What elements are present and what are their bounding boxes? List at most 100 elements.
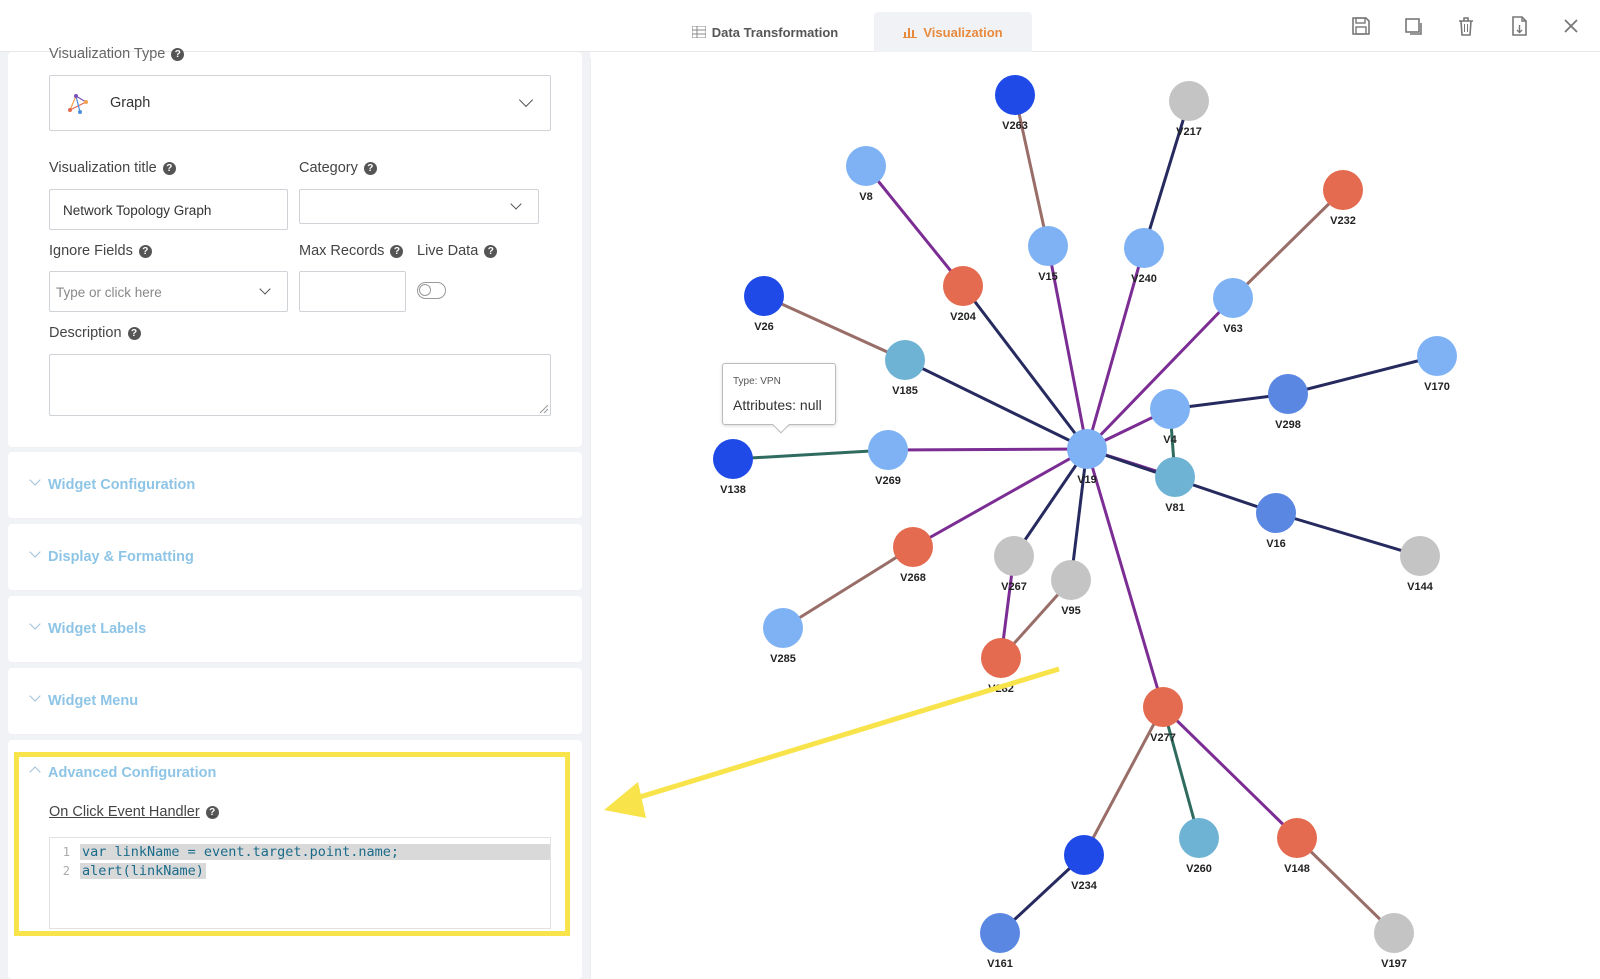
close-icon[interactable] (1557, 12, 1585, 40)
graph-node[interactable]: V26 (744, 276, 784, 333)
graph-node[interactable]: V161 (980, 913, 1020, 970)
graph-edge[interactable] (1082, 706, 1165, 856)
node-circle[interactable] (980, 913, 1020, 953)
graph-node[interactable]: V4 (1150, 389, 1190, 446)
graph-edge[interactable] (1231, 188, 1345, 300)
graph-node[interactable]: V15 (1028, 226, 1068, 283)
graph-node[interactable]: V217 (1169, 81, 1209, 138)
visualization-type-select[interactable]: Graph (49, 75, 551, 131)
node-circle[interactable] (1268, 374, 1308, 414)
help-icon[interactable]: ? (363, 161, 377, 175)
graph-edge[interactable] (904, 358, 1088, 451)
node-circle[interactable] (1067, 429, 1107, 469)
graph-edge[interactable] (1161, 706, 1201, 839)
save-icon[interactable] (1347, 12, 1375, 40)
graph-edge[interactable] (732, 448, 889, 461)
graph-node[interactable]: V81 (1155, 457, 1195, 514)
node-circle[interactable] (1150, 389, 1190, 429)
help-icon[interactable]: ? (162, 161, 176, 175)
section-display-formatting[interactable]: Display & Formatting (8, 524, 582, 590)
node-circle[interactable] (1179, 818, 1219, 858)
graph-node[interactable]: V285 (763, 608, 803, 665)
section-widget-configuration[interactable]: Widget Configuration (8, 452, 582, 518)
graph-edge[interactable] (1287, 354, 1438, 396)
node-circle[interactable] (885, 340, 925, 380)
graph-edge[interactable] (1142, 100, 1191, 249)
graph-node[interactable]: V298 (1268, 374, 1308, 431)
graph-edge[interactable] (1275, 511, 1421, 558)
node-circle[interactable] (943, 266, 983, 306)
node-circle[interactable] (1155, 457, 1195, 497)
help-icon[interactable]: ? (138, 244, 152, 258)
graph-edge[interactable] (763, 294, 906, 362)
graph-edge[interactable] (1046, 245, 1089, 450)
duplicate-icon[interactable] (1399, 12, 1427, 40)
graph-edge[interactable] (1295, 836, 1396, 935)
graph-node[interactable]: V185 (885, 340, 925, 397)
graph-node[interactable]: V234 (1064, 835, 1104, 892)
graph-node[interactable]: V8 (846, 146, 886, 203)
graph-node[interactable]: V148 (1277, 818, 1317, 875)
node-circle[interactable] (995, 75, 1035, 115)
node-circle[interactable] (994, 536, 1034, 576)
graph-node[interactable]: V267 (994, 536, 1034, 593)
graph-node[interactable]: V170 (1417, 336, 1457, 393)
graph-node[interactable]: V269 (868, 430, 908, 487)
node-circle[interactable] (1028, 226, 1068, 266)
code-editor[interactable]: 1 var linkName = event.target.point.name… (49, 837, 551, 929)
graph-node[interactable]: V263 (995, 75, 1035, 132)
graph-node[interactable]: V63 (1213, 278, 1253, 335)
graph-node[interactable]: V16 (1256, 493, 1296, 550)
graph-node[interactable]: V197 (1374, 913, 1414, 970)
node-circle[interactable] (1143, 687, 1183, 727)
graph-node[interactable]: V240 (1124, 228, 1164, 285)
graph-node[interactable]: V232 (1323, 170, 1363, 227)
node-circle[interactable] (893, 527, 933, 567)
graph-node[interactable]: V144 (1400, 536, 1440, 593)
graph-edge[interactable] (961, 285, 1089, 450)
graph-edge[interactable] (864, 165, 965, 287)
graph-edge[interactable] (1085, 448, 1165, 708)
help-icon[interactable]: ? (205, 805, 219, 819)
section-widget-menu[interactable]: Widget Menu (8, 668, 582, 734)
help-icon[interactable]: ? (127, 326, 141, 340)
node-circle[interactable] (1277, 818, 1317, 858)
section-title[interactable]: Advanced Configuration (48, 765, 217, 781)
help-icon[interactable]: ? (171, 47, 185, 61)
help-icon[interactable]: ? (390, 244, 404, 258)
node-circle[interactable] (1256, 493, 1296, 533)
graph-edge[interactable] (1085, 247, 1146, 450)
export-pdf-icon[interactable] (1505, 12, 1533, 40)
tab-visualization[interactable]: Visualization (874, 12, 1032, 52)
node-circle[interactable] (1400, 536, 1440, 576)
graph-node[interactable]: V277 (1143, 687, 1183, 744)
graph-edge[interactable] (1161, 705, 1299, 840)
help-icon[interactable]: ? (484, 244, 498, 258)
node-circle[interactable] (846, 146, 886, 186)
node-circle[interactable] (1051, 560, 1091, 600)
node-circle[interactable] (981, 638, 1021, 678)
node-circle[interactable] (1064, 835, 1104, 875)
section-widget-labels[interactable]: Widget Labels (8, 596, 582, 662)
description-textarea[interactable] (49, 354, 551, 416)
graph-edge[interactable] (912, 447, 1088, 549)
max-records-input[interactable] (299, 271, 406, 312)
node-circle[interactable] (1374, 913, 1414, 953)
node-circle[interactable] (1417, 336, 1457, 376)
node-circle[interactable] (713, 439, 753, 479)
node-circle[interactable] (1213, 278, 1253, 318)
graph-edge[interactable] (887, 447, 1088, 452)
live-data-toggle[interactable] (417, 282, 446, 299)
node-circle[interactable] (1169, 81, 1209, 121)
graph-edge[interactable] (1085, 296, 1235, 451)
node-circle[interactable] (1124, 228, 1164, 268)
graph-edge[interactable] (1069, 448, 1089, 581)
resize-handle-icon[interactable] (540, 405, 548, 413)
node-circle[interactable] (744, 276, 784, 316)
graph-node[interactable]: V204 (943, 266, 983, 323)
graph-edge[interactable] (1012, 448, 1089, 557)
tab-data-transformation[interactable]: Data Transformation (680, 12, 850, 52)
graph-node[interactable]: V95 (1051, 560, 1091, 617)
ignore-fields-input[interactable]: Type or click here (49, 271, 288, 312)
